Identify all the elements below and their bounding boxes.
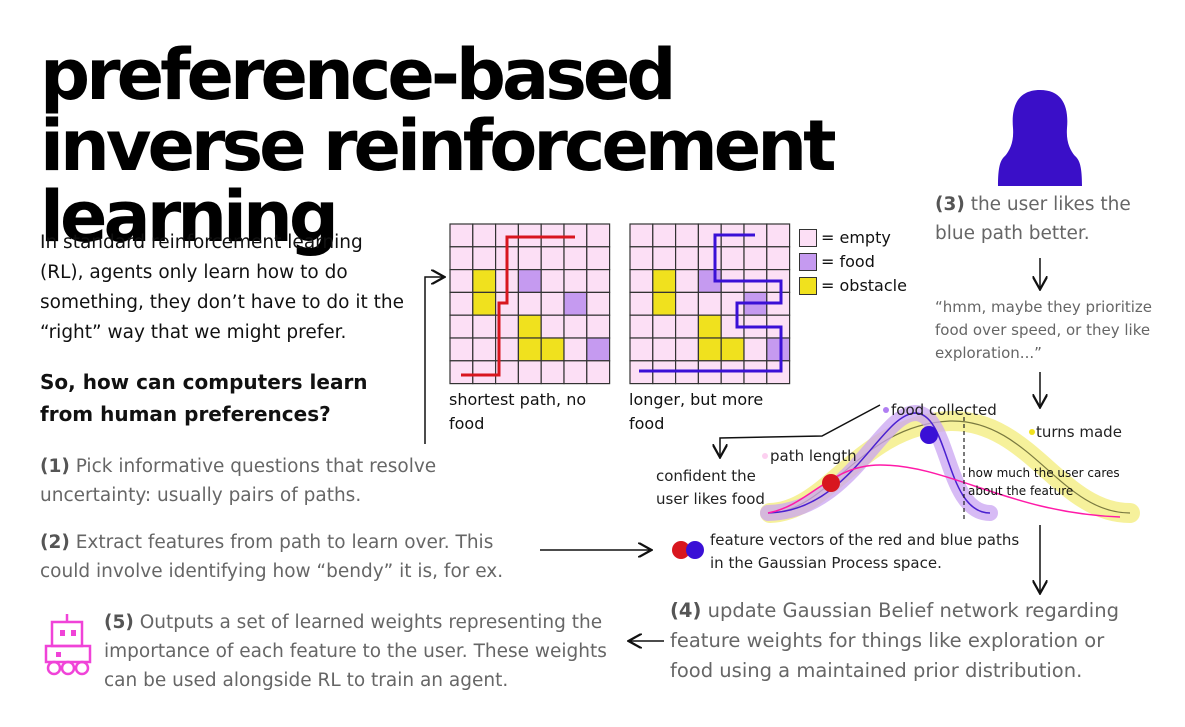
cares-label: how much the user cares about the featur… [968,466,1120,498]
path-label-dot [762,453,768,459]
red-feature-dot [672,541,690,559]
legend-item-obstacle: = obstacle [799,274,907,298]
step-1: (1) Pick informative questions that reso… [40,452,480,510]
legend-food-label: = food [821,252,875,271]
step-1-num: (1) [40,456,70,477]
robot-icon [44,614,92,676]
legend-item-empty: = empty [799,226,907,250]
arrow-step1-to-grids [424,277,443,444]
grid-legend: = empty = food = obstacle [799,226,907,298]
grid-cell-empty [586,360,611,385]
step-1-text: Pick informative questions that resolve … [40,456,437,506]
step-3-text: the user likes the blue path better. [935,194,1131,244]
step-2-text: Extract features from path to learn over… [40,532,504,582]
step-5-text: Outputs a set of learned weights represe… [104,612,607,691]
feature-vectors-text: feature vectors of the red and blue path… [710,531,1020,572]
path-length-curve [767,464,1121,518]
left-grid-caption: shortest path, no food [449,390,587,433]
gaussian-belief-plot [760,404,1140,523]
step-4: (4) update Gaussian Belief network regar… [670,596,1150,686]
legend-item-food: = food [799,250,907,274]
step-4-text: update Gaussian Belief network regarding… [670,599,1119,682]
confident-label: confident the user likes food [656,467,765,508]
step-5: (5) Outputs a set of learned weights rep… [104,608,624,695]
user-icon [998,90,1082,186]
empty-swatch [799,229,817,247]
food-collected-label: food collected [891,401,997,419]
longer-path-grid [629,223,791,385]
step-4-num: (4) [670,599,702,622]
obstacle-swatch [799,277,817,295]
step-2-num: (2) [40,532,70,553]
step-3-num: (3) [935,194,965,215]
legend-empty-label: = empty [821,228,891,247]
question-heading: So, how can computers learn from human p… [40,370,368,426]
legend-obstacle-label: = obstacle [821,276,907,295]
turns-label-dot [1029,429,1035,435]
blue-belief-dot [920,426,938,444]
red-belief-dot [822,474,840,492]
turns-made-label: turns made [1036,423,1122,441]
red-path-line [461,235,575,377]
user-thought-quote: “hmm, maybe they prioritize food over sp… [935,298,1153,362]
path-length-label: path length [770,447,857,465]
blue-path-line [639,233,783,373]
step-5-num: (5) [104,612,134,633]
arrow-confident-to-food [720,404,881,456]
feature-vector-dots [672,541,704,559]
intro-text: In standard reinforcement learning (RL),… [40,232,405,343]
page-title: preference-based inverse reinforcement l… [40,34,837,258]
step-2: (2) Extract features from path to learn … [40,528,530,586]
right-grid-caption: longer, but more food [629,390,764,433]
blue-feature-dot [686,541,704,559]
shortest-path-grid [449,223,611,385]
step-3: (3) the user likes the blue path better. [935,190,1155,248]
food-swatch [799,253,817,271]
food-label-dot [883,407,889,413]
